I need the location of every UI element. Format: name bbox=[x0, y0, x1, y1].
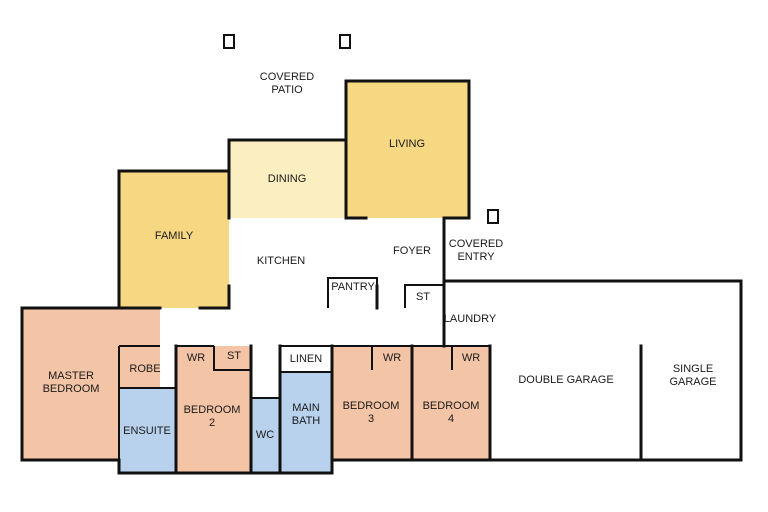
label-line: COVERED bbox=[449, 238, 503, 250]
wr-bed2-label: WR bbox=[187, 352, 205, 364]
wc-label: WC bbox=[256, 429, 274, 441]
label-line: PANTRY bbox=[331, 281, 375, 293]
label-line: DOUBLE GARAGE bbox=[518, 374, 613, 386]
label-line: WR bbox=[383, 352, 401, 364]
label-line: LINEN bbox=[290, 353, 322, 365]
label-line: 2 bbox=[209, 417, 215, 429]
label-line: BEDROOM bbox=[43, 383, 100, 395]
foyer-label: FOYER bbox=[393, 245, 431, 257]
label-line: ENSUITE bbox=[123, 425, 171, 437]
double-garage-label: DOUBLE GARAGE bbox=[518, 374, 613, 386]
robe-label: ROBE bbox=[129, 363, 160, 375]
walls bbox=[20, 34, 743, 475]
wr-bed2-fill bbox=[176, 346, 214, 370]
label-line: PATIO bbox=[271, 84, 303, 96]
label-line: 4 bbox=[448, 413, 454, 425]
kitchen-label: KITCHEN bbox=[257, 255, 305, 267]
label-line: LIVING bbox=[389, 138, 425, 150]
label-line: WR bbox=[462, 352, 480, 364]
main-bath-fill bbox=[280, 372, 332, 473]
label-line: ST bbox=[416, 291, 430, 303]
label-line: BEDROOM bbox=[423, 400, 480, 412]
laundry-label: LAUNDRY bbox=[444, 313, 497, 325]
label-line: LAUNDRY bbox=[444, 313, 497, 325]
label-line: WC bbox=[256, 429, 274, 441]
label-line: ST bbox=[227, 350, 241, 362]
master-bedroom-fill bbox=[22, 308, 119, 460]
label-line: DINING bbox=[268, 173, 307, 185]
room-fills bbox=[22, 81, 490, 473]
label-line: MAIN bbox=[292, 402, 320, 414]
label-line: BEDROOM bbox=[184, 404, 241, 416]
dining-label: DINING bbox=[268, 173, 307, 185]
dining-fill bbox=[229, 140, 346, 218]
label-line: KITCHEN bbox=[257, 255, 305, 267]
label-line: 3 bbox=[368, 413, 374, 425]
wr-bed3-label: WR bbox=[383, 352, 401, 364]
label-line: ENTRY bbox=[457, 251, 495, 263]
wr-bed4-label: WR bbox=[462, 352, 480, 364]
st-hall-label: ST bbox=[227, 350, 241, 362]
label-line: ROBE bbox=[129, 363, 160, 375]
wc-fill bbox=[251, 398, 280, 473]
robe-fill bbox=[119, 308, 160, 388]
label-line: MASTER bbox=[48, 370, 94, 382]
family-label: FAMILY bbox=[155, 230, 194, 242]
ensuite-fill bbox=[119, 388, 176, 473]
label-line: WR bbox=[187, 352, 205, 364]
linen-label: LINEN bbox=[290, 353, 322, 365]
label-line: SINGLE bbox=[673, 363, 713, 375]
living-label: LIVING bbox=[389, 138, 425, 150]
pantry-label: PANTRY bbox=[331, 281, 375, 293]
label-line: FAMILY bbox=[155, 230, 194, 242]
label-line: FOYER bbox=[393, 245, 431, 257]
label-line: GARAGE bbox=[669, 376, 716, 388]
label-line: BATH bbox=[292, 415, 321, 427]
family-fill bbox=[119, 171, 229, 308]
living-fill bbox=[346, 81, 469, 218]
st-foyer-label: ST bbox=[416, 291, 430, 303]
linen-fill bbox=[280, 346, 332, 372]
label-line: BEDROOM bbox=[343, 400, 400, 412]
ensuite-label: ENSUITE bbox=[123, 425, 171, 437]
label-line: COVERED bbox=[260, 71, 314, 83]
